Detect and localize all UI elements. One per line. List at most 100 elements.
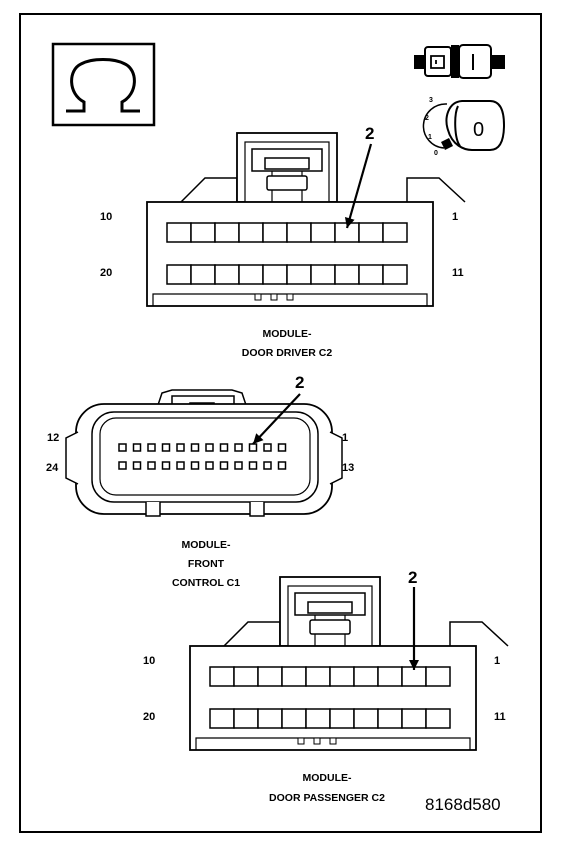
driver-callout-2: 2 (365, 124, 375, 143)
pin-top (118, 443, 127, 452)
outer-frame (19, 13, 542, 833)
passenger-pin-10: 10 (143, 655, 156, 667)
pin-bottom (190, 461, 200, 470)
front-caption-line3: CONTROL C1 (171, 577, 241, 589)
pin-cavity-bottom (305, 708, 331, 729)
pin-cavity-top (166, 222, 192, 243)
passenger-pin-11: 11 (494, 711, 506, 723)
pin-cavity-bottom (214, 264, 240, 285)
ohm-icon (66, 58, 140, 113)
driver-pin-11: 11 (452, 267, 464, 279)
driver-pin-1: 1 (452, 211, 459, 223)
key-switch-icon (422, 100, 506, 151)
pin-cavity-bottom (233, 708, 259, 729)
latch-tab (266, 175, 308, 191)
front-pin-1: 1 (342, 432, 349, 444)
shell-face (99, 417, 311, 496)
key-notch (270, 293, 278, 301)
callout-arrow-head (409, 660, 419, 670)
pin-cavity-top (377, 666, 403, 687)
pin-bottom (205, 461, 214, 470)
pin-cavity-bottom (401, 708, 427, 729)
pin-cavity-top (209, 666, 235, 687)
pin-bottom (277, 461, 287, 470)
connector-door-driver-c2 (146, 132, 466, 307)
shoulder-right (449, 621, 509, 647)
latch-tab (309, 619, 351, 635)
ear-left (65, 431, 79, 485)
pin-cavity-bottom (377, 708, 403, 729)
pin-bottom (132, 461, 142, 470)
ohm-symbol-box (51, 42, 156, 127)
pin-top (190, 443, 200, 452)
front-caption-line1: MODULE- (181, 539, 231, 551)
connector-front-control-c1 (65, 389, 343, 517)
pin-cavity-bottom (209, 708, 235, 729)
pin-cavity-top (262, 222, 288, 243)
front-callout-2: 2 (295, 373, 305, 392)
front-pin-12: 12 (47, 432, 60, 444)
passenger-caption-line1: MODULE- (302, 772, 352, 784)
pin-cavity-bottom (190, 264, 216, 285)
passenger-callout-2: 2 (408, 568, 418, 587)
pin-top (176, 443, 185, 452)
pin-top (263, 443, 272, 452)
pin-bottom (263, 461, 272, 470)
pin-cavity-bottom (166, 264, 192, 285)
pin-cavity-top (257, 666, 283, 687)
pin-cavity-top (305, 666, 331, 687)
callout-arrow-head (344, 217, 355, 228)
pin-top (219, 443, 229, 452)
connector-body (146, 201, 434, 307)
ear-right (329, 431, 343, 485)
callout-arrow-shaft (252, 393, 301, 445)
key-position-2: 2 (425, 115, 429, 122)
figure-code: 8168d580 (425, 795, 501, 814)
shoulder-right (406, 177, 466, 203)
connector-side-icon (414, 44, 505, 79)
pin-bottom (118, 461, 127, 470)
key-notch (313, 737, 321, 745)
driver-pin-20: 20 (100, 267, 113, 279)
pin-cavity-bottom (281, 708, 307, 729)
pin-top (132, 443, 142, 452)
pin-bottom (234, 461, 243, 470)
latch-slot (264, 157, 310, 170)
pin-cavity-bottom (382, 264, 408, 285)
connector-door-passenger-c2 (189, 576, 509, 751)
key-notch (297, 737, 305, 745)
pin-cavity-top (358, 222, 384, 243)
key-position-1: 1 (428, 134, 432, 141)
driver-caption-line1: MODULE- (262, 328, 312, 340)
passenger-pin-1: 1 (494, 655, 501, 667)
pin-top (234, 443, 243, 452)
front-caption-line2: FRONT (187, 558, 225, 570)
key-position-0: 0 (434, 150, 438, 157)
pin-cavity-top (310, 222, 336, 243)
pin-cavity-bottom (425, 708, 451, 729)
pin-cavity-top (382, 222, 408, 243)
callout-arrow-shaft (345, 143, 373, 229)
pin-bottom (161, 461, 171, 470)
driver-pin-10: 10 (100, 211, 113, 223)
front-pin-24: 24 (46, 462, 59, 474)
pin-cavity-top (238, 222, 264, 243)
pin-cavity-top (329, 666, 355, 687)
driver-caption-line2: DOOR DRIVER C2 (241, 347, 333, 359)
pin-cavity-bottom (262, 264, 288, 285)
key-notch (286, 293, 294, 301)
pin-bottom (147, 461, 156, 470)
pin-cavity-bottom (310, 264, 336, 285)
key-notch (329, 737, 337, 745)
pin-cavity-bottom (329, 708, 355, 729)
passenger-pin-20: 20 (143, 711, 156, 723)
pin-top (205, 443, 214, 452)
pin-cavity-bottom (353, 708, 379, 729)
front-pin-13: 13 (342, 462, 355, 474)
pin-cavity-top (233, 666, 259, 687)
pin-cavity-top (281, 666, 307, 687)
pin-bottom (176, 461, 185, 470)
pin-top (277, 443, 287, 452)
